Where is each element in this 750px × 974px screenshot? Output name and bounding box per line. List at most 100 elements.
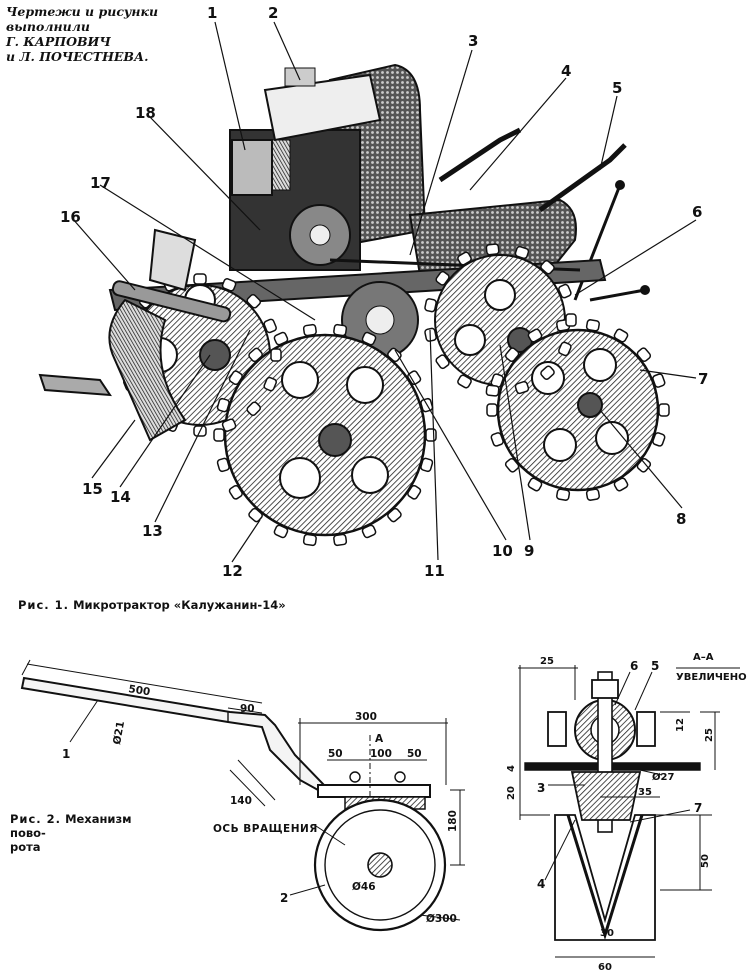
dim-300: 300 [355, 711, 377, 723]
tractor-illustration: 1 2 3 4 5 6 7 8 9 10 11 12 13 14 15 16 1… [38, 4, 708, 580]
wheel-lug [420, 457, 434, 473]
callout-14: 14 [110, 488, 131, 506]
sec-dim-d27: Ø27 [652, 771, 674, 783]
wheel-lug [246, 401, 262, 417]
callout-4: 4 [561, 62, 571, 80]
callout-9: 9 [524, 542, 534, 560]
wheel-lug [387, 347, 402, 363]
callout-7: 7 [698, 370, 708, 388]
bracket-plate [317, 784, 431, 798]
section-rubber-cone [570, 771, 642, 821]
sec-dim-20: 20 [506, 786, 517, 800]
credit-line-3: Г. КАРПОВИЧ [6, 34, 111, 49]
credit-line-2: выполнили [6, 19, 90, 34]
wheel-lug [558, 283, 572, 299]
wheel-hub [367, 852, 393, 878]
figure-1-title: Микротрактор «Калужанин-14» [73, 598, 286, 612]
callout-5: 5 [612, 79, 622, 97]
dim-100: 100 [370, 748, 392, 760]
wheel-lug [652, 432, 666, 447]
sec-part-7: 7 [694, 801, 702, 815]
wheel-lug [361, 524, 377, 539]
wheel-lug [387, 507, 402, 523]
wheel-lug [490, 432, 504, 447]
sec-dim-12: 12 [675, 718, 686, 732]
figure-2-title: Механизм пово- [10, 812, 132, 840]
fuel-tank [263, 73, 382, 142]
wheel-lug [636, 457, 652, 473]
callout-17: 17 [90, 174, 111, 192]
wheel-lug [407, 370, 422, 386]
sec-dim-25-right: 25 [704, 728, 715, 742]
wheel-lug [527, 477, 543, 492]
wheel-lug [263, 376, 277, 392]
wheel-lug [652, 373, 666, 388]
wheel-lug [613, 328, 629, 343]
axis-label: ОСЬ ВРАЩЕНИЯ [213, 823, 318, 835]
sec-part-4: 4 [537, 877, 545, 891]
handlebar-left [438, 127, 522, 183]
credit-line-4: и Л. ПОЧЕСТНЕВА. [6, 49, 149, 64]
sec-dim-25-top: 25 [540, 656, 554, 667]
wheel-lug [585, 488, 600, 501]
dim-500: 500 [128, 683, 152, 698]
credit-line-1: Чертежи и рисунки [6, 4, 159, 19]
cylinder [231, 139, 273, 196]
wheel-lug [504, 347, 520, 363]
dim-180: 180 [447, 810, 459, 832]
dim-d300: Ø300 [426, 913, 457, 925]
sec-dim-4: 4 [506, 765, 517, 772]
callout-15: 15 [82, 480, 103, 498]
axle-bar [111, 280, 232, 323]
wheel-lug [457, 251, 472, 266]
wheel-lug [216, 457, 230, 473]
section-fork [554, 814, 656, 941]
callout-18: 18 [135, 104, 156, 122]
wheel-lug [435, 354, 450, 370]
wheel-inner [324, 809, 436, 921]
label-part-1: 1 [62, 747, 70, 761]
plow [108, 298, 187, 442]
sec-part-3: 3 [537, 781, 545, 795]
sec-dim-60: 60 [598, 962, 612, 973]
sec-part-5: 5 [651, 659, 659, 673]
callout-10: 10 [492, 542, 513, 560]
wheel-lug [221, 278, 237, 292]
callout-11: 11 [424, 562, 445, 580]
callout-16: 16 [60, 208, 81, 226]
callout-8: 8 [676, 510, 686, 528]
figure-2-title-2: рота [10, 840, 41, 854]
lever-2 [589, 288, 646, 302]
section-subtitle: УВЕЛИЧЕНО [676, 672, 747, 683]
dim-50-left: 50 [328, 748, 343, 760]
wheel-lug [248, 507, 263, 523]
wheel-lug [435, 270, 450, 286]
sec-dim-30: 30 [600, 928, 614, 939]
figure-1-prefix: Рис. 1. [18, 598, 70, 612]
wheel-lug [514, 245, 530, 260]
dim-d21: Ø21 [111, 720, 127, 745]
dim-90: 90 [240, 703, 255, 715]
callout-6: 6 [692, 203, 702, 221]
wheel-lug [270, 348, 282, 362]
wheel-lug [558, 341, 572, 357]
wheel-lug [273, 331, 289, 346]
wheel-lug [302, 323, 317, 337]
label-part-2: 2 [280, 891, 288, 905]
wheel-lug [636, 347, 652, 363]
wheel-lug [613, 477, 629, 492]
wheel-lug [585, 319, 600, 332]
wheel-lug [457, 374, 472, 389]
wheel-lug [333, 533, 348, 547]
wheel-lug [246, 293, 262, 309]
wheel-lug [540, 365, 555, 381]
wheel-lug [221, 418, 237, 432]
hitch [38, 373, 112, 397]
wheel-lug [485, 243, 500, 256]
section-marker: А [375, 733, 384, 745]
dim-140: 140 [230, 795, 252, 807]
wheel-lug [540, 259, 555, 275]
callout-3: 3 [468, 32, 478, 50]
wheel-lug [658, 403, 670, 417]
